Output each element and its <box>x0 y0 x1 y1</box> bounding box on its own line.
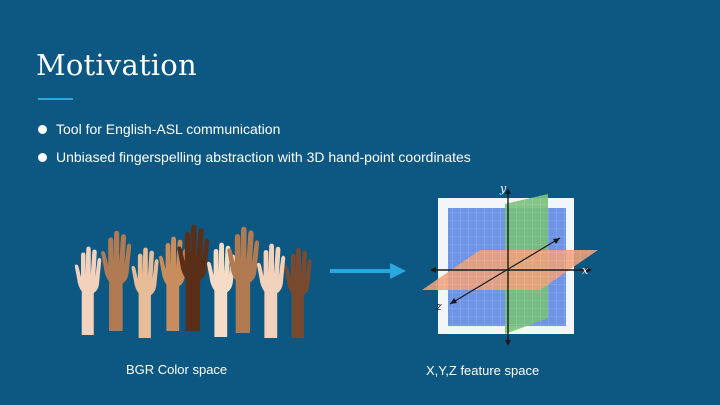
raised-hands-illustration <box>74 224 312 338</box>
hand-1 <box>74 246 102 335</box>
bullet-text: Unbiased fingerspelling abstraction with… <box>56 149 471 165</box>
bullet-list: Tool for English-ASL communication Unbia… <box>36 120 476 176</box>
hand-3 <box>131 247 159 338</box>
hand-9 <box>284 247 312 338</box>
hand-8 <box>257 243 286 338</box>
z-axis-label: z <box>435 300 442 313</box>
hand-2 <box>101 230 132 331</box>
bullet-dot-icon <box>38 125 47 134</box>
right-arrow-icon <box>330 263 406 279</box>
bullet-text: Tool for English-ASL communication <box>56 121 281 137</box>
bullet-item: Unbiased fingerspelling abstraction with… <box>36 148 476 167</box>
title-underline <box>38 98 73 100</box>
slide-title: Motivation <box>36 48 197 82</box>
left-caption: BGR Color space <box>126 362 228 377</box>
bullet-dot-icon <box>38 153 47 162</box>
x-axis-label: x <box>582 264 589 277</box>
right-caption: X,Y,Z feature space <box>426 363 540 378</box>
3d-coordinate-planes-illustration: y x z <box>422 182 598 346</box>
y-axis-label: y <box>499 182 507 195</box>
hand-4 <box>159 236 188 331</box>
bullet-item: Tool for English-ASL communication <box>36 120 476 139</box>
